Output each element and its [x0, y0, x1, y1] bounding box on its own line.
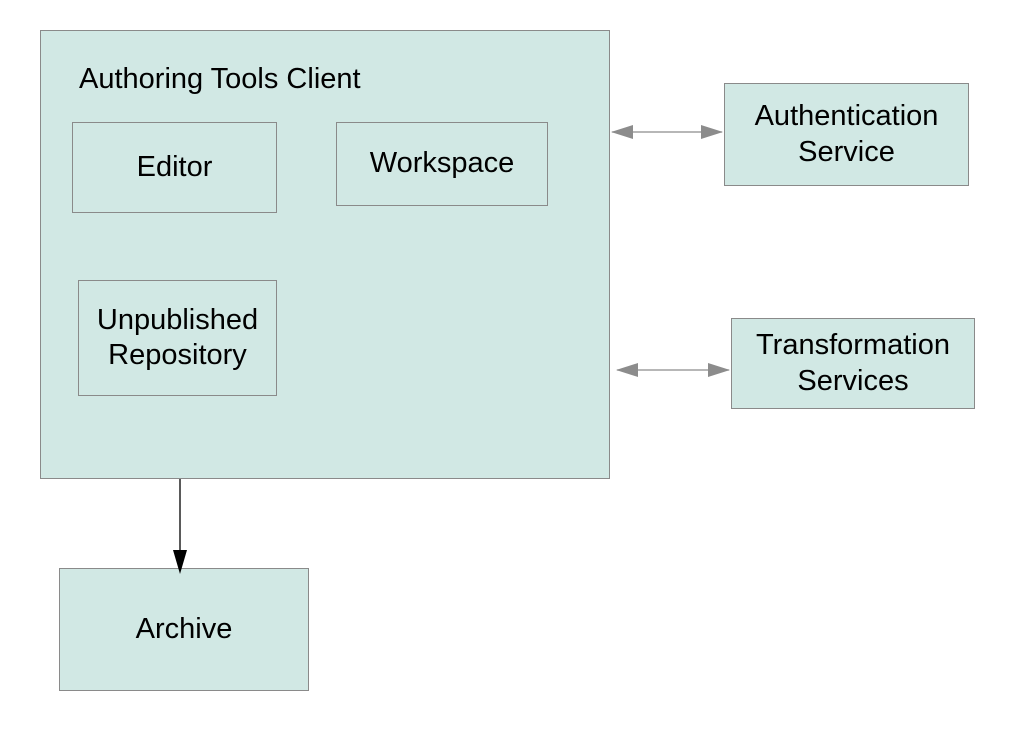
archive-box: Archive [59, 568, 309, 691]
authentication-service-box: Authentication Service [724, 83, 969, 186]
authoring-tools-client-title: Authoring Tools Client [79, 63, 361, 95]
unpublished-repository-box: Unpublished Repository [78, 280, 277, 396]
editor-label: Editor [136, 150, 213, 183]
authoring-tools-client-box: Authoring Tools Client [40, 30, 610, 479]
workspace-box: Workspace [336, 122, 548, 206]
authentication-service-label: Authentication Service [754, 100, 939, 168]
transformation-services-label: Transformation Services [756, 329, 950, 397]
transformation-services-box: Transformation Services [731, 318, 975, 409]
editor-box: Editor [72, 122, 277, 213]
unpublished-repository-label: Unpublished Repository [96, 303, 259, 371]
archive-label: Archive [135, 612, 233, 645]
workspace-label: Workspace [369, 147, 515, 180]
